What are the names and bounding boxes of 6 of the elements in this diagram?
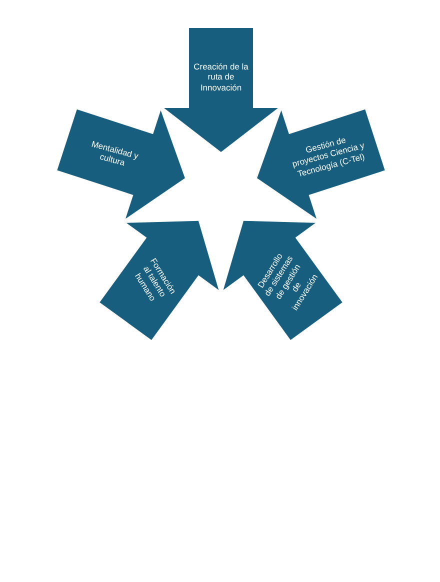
arrow-shaped-panel — [100, 220, 219, 340]
arrow-shaped-panel — [164, 28, 278, 152]
arrow-shaped-panel — [257, 110, 385, 219]
arrow-shaped-panel — [57, 110, 185, 219]
arrow-label: Creación de la ruta de Innovación — [193, 61, 249, 93]
arrow-shaped-panel — [223, 220, 342, 340]
